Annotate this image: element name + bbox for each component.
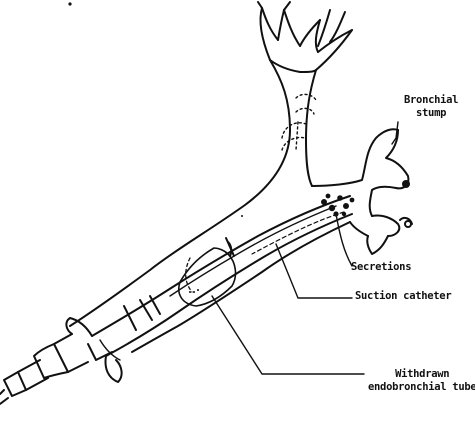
pencil-marks — [68, 2, 243, 293]
leader-withdrawn-tube — [212, 296, 364, 374]
label-bronchial-stump-line1: Bronchial — [404, 94, 458, 107]
label-secretions: Secretions — [351, 261, 411, 274]
leader-lines — [212, 122, 398, 374]
label-bronchial-stump-line2: stump — [404, 107, 458, 120]
main-bronchus — [70, 60, 316, 326]
tube-connector — [0, 318, 122, 404]
label-bronchial-stump: Bronchial stump — [404, 94, 458, 120]
upper-bronchial-branches — [258, 2, 352, 72]
bronchial-stump-branch — [312, 129, 412, 254]
label-withdrawn-line1: Withdrawn — [368, 368, 475, 381]
label-suction-catheter: Suction catheter — [355, 290, 451, 303]
label-withdrawn-line2: endobronchial tube — [368, 381, 475, 394]
leader-suction-catheter — [276, 244, 352, 298]
lower-airway — [132, 222, 350, 352]
label-withdrawn-endobronchial-tube: Withdrawn endobronchial tube — [368, 368, 475, 394]
